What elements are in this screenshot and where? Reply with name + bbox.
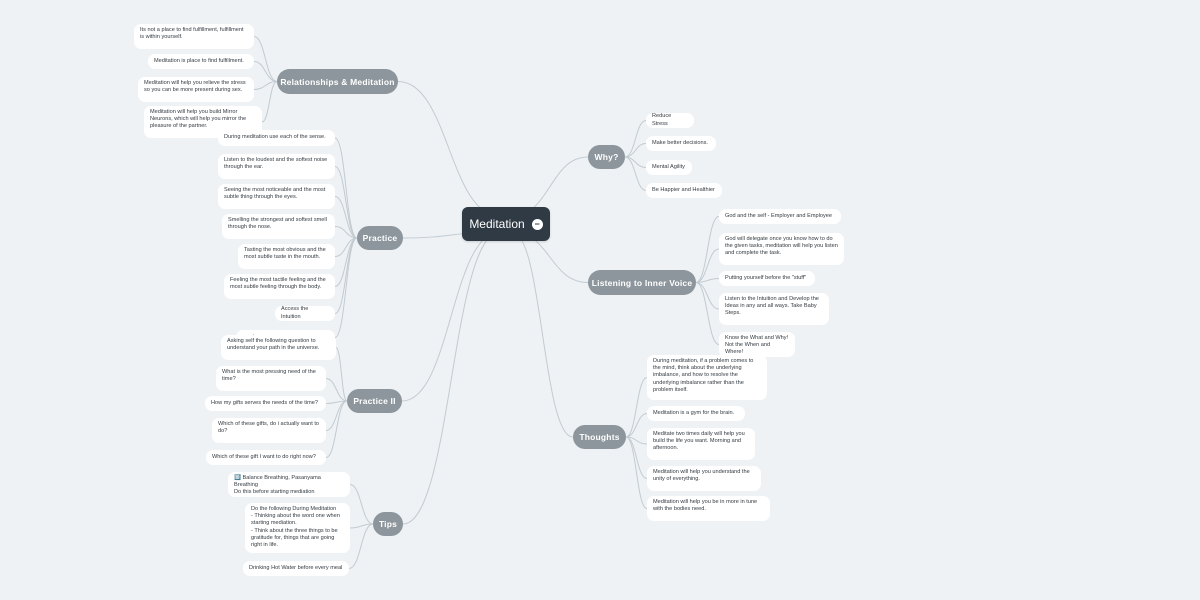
leaf-connector [625,413,648,438]
leaf-connector [349,484,374,525]
root-topic[interactable]: Meditation − [462,207,550,241]
subtopic[interactable]: 🔟 Balance Breathing, Pasanyama Breathing… [228,472,350,497]
leaf-connector [334,166,358,239]
leaf-connector [695,282,720,345]
subtopic[interactable]: Feeling the most tactile feeling and the… [224,274,335,299]
topic-label: Relationships & Meditation [280,76,395,87]
topic-practice[interactable]: Practice [357,226,403,250]
leaf-connector [625,377,648,438]
leaf-connector [334,196,358,239]
topic-inner-voice[interactable]: Listening to Inner Voice [588,270,696,295]
subtopic[interactable]: Meditation will help you understand the … [647,466,761,491]
subtopic[interactable]: Listen to the Intuition and Develop the … [719,293,829,325]
topic-label: Listening to Inner Voice [591,277,693,288]
topic-label: Tips [378,519,398,529]
topic-label: Practice [362,233,398,243]
subtopic[interactable]: Which of these gift I want to do right n… [206,450,326,465]
subtopic[interactable]: Drinking Hot Water before every meal [243,561,349,576]
root-connector [402,231,501,525]
collapse-toggle-icon[interactable]: − [531,218,543,230]
leaf-connector [624,156,647,191]
leaf-connector [325,400,348,431]
subtopic[interactable]: Its not a place to find fulfillment, ful… [134,24,254,49]
topic-practice-2[interactable]: Practice II [347,389,402,413]
root-connector [397,81,501,217]
leaf-connector [348,523,374,569]
subtopic[interactable]: Make better decisions. [646,136,716,151]
subtopic[interactable]: Smelling the strongest and softest smell… [222,214,335,239]
subtopic[interactable]: During meditation use each of the sense. [218,130,335,146]
root-connector [511,231,574,438]
subtopic[interactable]: Asking self the following question to un… [221,335,336,360]
subtopic[interactable]: Mental Agility [646,160,692,175]
topic-thoughts[interactable]: Thoughts [573,425,626,449]
subtopic[interactable]: Which of these gifts, do i actually want… [212,418,326,443]
subtopic[interactable]: Access the Intuition [275,306,335,321]
subtopic[interactable]: Reduce Stress [646,113,694,128]
leaf-connector [325,378,348,402]
subtopic[interactable]: Putting yourself before the "stuff" [719,271,815,286]
subtopic[interactable]: Meditation is a gym for the brain. [647,406,745,421]
leaf-connector [334,226,358,239]
root-connector [401,231,501,402]
subtopic[interactable]: Seeing the most noticeable and the most … [218,184,335,209]
leaf-connector [625,436,648,509]
leaf-connector [253,81,278,90]
topic-relationships[interactable]: Relationships & Meditation [277,69,398,94]
topic-label: Practice II [353,396,396,406]
subtopic[interactable]: Do the following During Meditation - Thi… [245,503,350,553]
leaf-connector [253,36,278,82]
subtopic[interactable]: Meditate two times daily will help you b… [647,428,755,460]
subtopic[interactable]: God and the self - Employer and Employee [719,209,841,224]
subtopic[interactable]: Tasting the most obvious and the most su… [238,244,335,269]
leaf-connector [624,120,647,158]
leaf-connector [253,61,278,82]
leaf-connector [695,282,720,310]
subtopic[interactable]: Meditation is place to find fulfillment. [148,54,254,69]
subtopic[interactable]: How my gifts serves the needs of the tim… [205,396,326,411]
topic-why[interactable]: Why? [588,145,625,169]
leaf-connector [334,237,358,314]
subtopic[interactable]: God will delegate once you know how to d… [719,233,844,265]
subtopic[interactable]: Be Happier and Healthier [646,183,722,198]
leaf-connector [325,400,348,458]
topic-label: Why? [594,152,619,162]
leaf-connector [261,81,278,123]
leaf-connector [695,216,720,283]
leaf-connector [624,143,647,158]
subtopic[interactable]: What is the most pressing need of the ti… [216,366,326,391]
subtopic[interactable]: Listen to the loudest and the softest no… [218,154,335,179]
subtopic[interactable]: Know the What and Why! Not the When and … [719,332,795,357]
leaf-connector [334,237,358,338]
topic-label: Thoughts [579,432,620,442]
subtopic[interactable]: Meditation will help you relieve the str… [138,77,254,102]
subtopic[interactable]: Meditation will help you be in more in t… [647,496,770,521]
leaf-connector [349,523,374,529]
leaf-connector [695,278,720,283]
leaf-connector [695,248,720,283]
leaf-connector [335,347,348,402]
topic-tips[interactable]: Tips [373,512,403,536]
root-label: Meditation [469,217,525,231]
subtopic[interactable]: During meditation, if a problem comes to… [647,355,767,400]
leaf-connector [334,237,358,287]
leaf-connector [334,137,358,239]
